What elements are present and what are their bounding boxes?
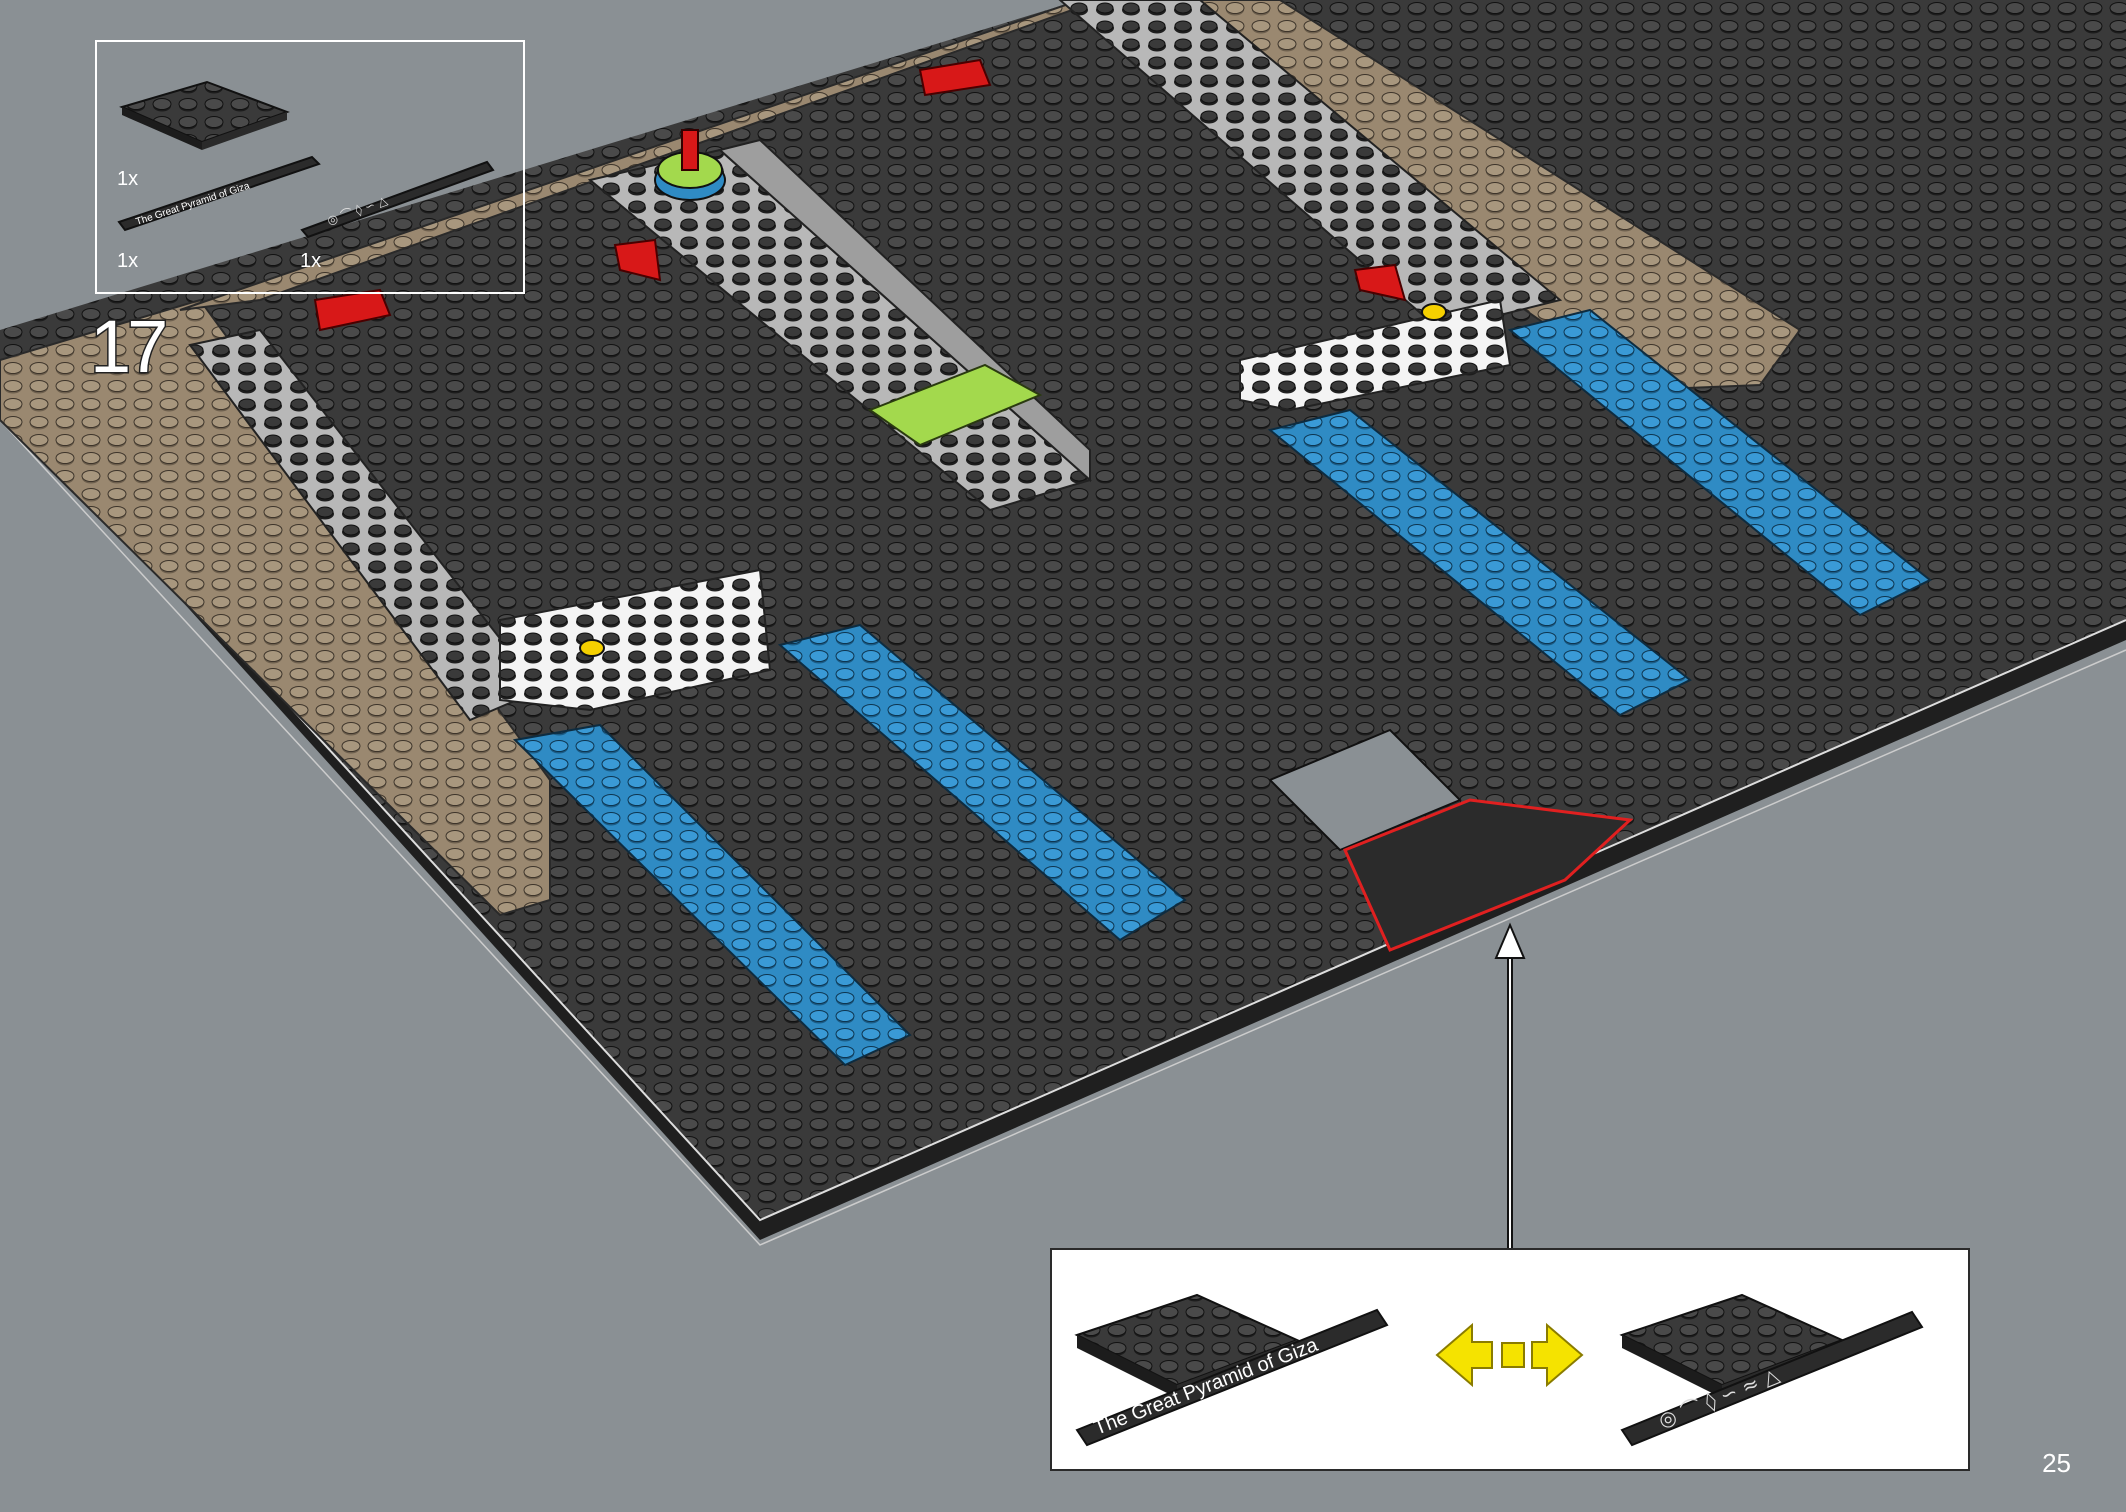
double-arrow-icon (1435, 1322, 1584, 1388)
qty-hieroglyph-tile: 1x (300, 250, 322, 272)
printed-tile-part: The Great Pyramid of Giza (117, 155, 321, 232)
callout-arrow (1494, 922, 1526, 1248)
black-plate-part (119, 80, 290, 150)
callout-illustration: The Great Pyramid of Giza ◎ ⌒ ◊ ∽ ≈ △ (1074, 1293, 1924, 1447)
hieroglyph-tile-part: ◎ ⌒ ◊ ∽ △ (300, 160, 495, 239)
placed-tile-highlight (1342, 798, 1634, 952)
qty-plate: 1x (117, 168, 139, 190)
blue-tiles (512, 308, 1932, 1067)
round-pieces (579, 129, 1447, 657)
white-arches (499, 298, 1512, 712)
step-number: 17 (88, 305, 169, 388)
lime-tile (867, 363, 1043, 447)
base-opening (1268, 728, 1462, 852)
qty-printed-tile: 1x (117, 250, 139, 272)
tile-swap-callout: The Great Pyramid of Giza ◎ ⌒ ◊ ∽ ≈ △ (1050, 1248, 1970, 1471)
parts-list: The Great Pyramid of Giza ◎ ⌒ ◊ ∽ △ 1x 1… (95, 40, 525, 294)
page-number: 25 (2042, 1448, 2071, 1478)
red-bricks (313, 58, 1407, 332)
parts-illustration: The Great Pyramid of Giza ◎ ⌒ ◊ ∽ △ (117, 80, 495, 239)
tile-print-text: The Great Pyramid of Giza (135, 181, 252, 228)
